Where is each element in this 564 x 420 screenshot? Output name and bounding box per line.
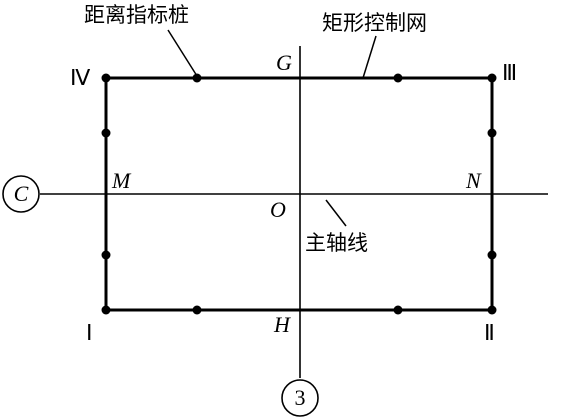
axis-tag-vertical: 3 [281, 379, 319, 417]
stake-corner-br [487, 305, 497, 315]
rectangular-control-net [104, 76, 494, 312]
corner-label-ii: Ⅱ [484, 320, 495, 345]
corner-label-iii: Ⅲ [502, 60, 517, 85]
stake-corner-tl [101, 73, 111, 83]
axis-tag-horizontal: C [2, 175, 40, 213]
axis-tag-horizontal-text: C [14, 181, 29, 206]
label-rect-control-net: 矩形控制网 [322, 11, 427, 35]
corner-label-i: Ⅰ [86, 320, 93, 345]
point-label-m: M [111, 168, 132, 193]
stake-right-1 [487, 128, 497, 138]
leader-main-axis [325, 199, 347, 227]
stake-corner-bl [101, 305, 111, 315]
point-label-o: O [270, 197, 286, 222]
leader-control-net [362, 35, 377, 79]
label-main-axis: 主轴线 [305, 231, 368, 255]
stake-bottom-1 [192, 305, 202, 315]
stake-left-1 [101, 128, 111, 138]
point-label-h: H [273, 312, 291, 337]
stake-corner-tr [487, 73, 497, 83]
axis-tag-horizontal-ring [2, 175, 40, 213]
stake-left-2 [101, 250, 111, 260]
axis-tag-vertical-ring [281, 379, 319, 417]
leader-distance-stakes [167, 29, 198, 77]
stake-top-2 [393, 73, 403, 83]
label-distance-stakes: 距离指标桩 [84, 3, 189, 27]
distance-stakes [101, 73, 497, 315]
stake-bottom-2 [393, 305, 403, 315]
axis-tag-vertical-text: 3 [295, 385, 306, 410]
stake-right-2 [487, 250, 497, 260]
stake-top-1 [192, 73, 202, 83]
point-label-n: N [465, 168, 482, 193]
corner-label-iv: Ⅳ [70, 65, 91, 90]
point-label-g: G [276, 50, 292, 75]
